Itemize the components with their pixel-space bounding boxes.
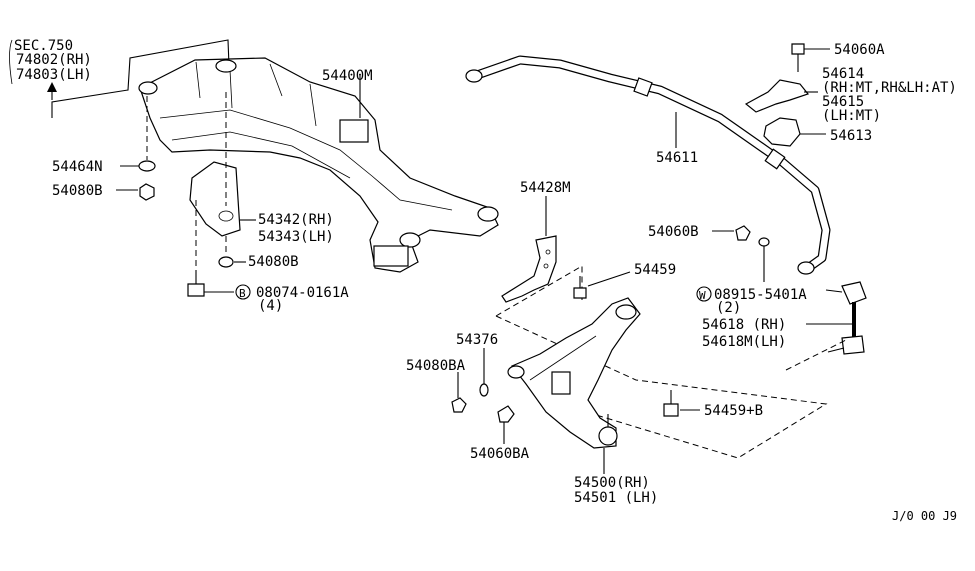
member-lower-bracket (373, 245, 409, 267)
label-08915[interactable]: 08915-5401A (714, 287, 807, 303)
nut-54080b-1 (139, 183, 155, 201)
sec-bracket (9, 39, 13, 85)
washer-54464n (138, 160, 156, 172)
stabilizer-link[interactable] (825, 281, 867, 355)
label-08915-qty: (2) (716, 300, 741, 316)
bar-fill (476, 56, 830, 272)
label-54459[interactable]: 54459 (634, 262, 676, 278)
member-ribs (195, 61, 317, 127)
label-54614[interactable]: 54614 (822, 66, 864, 82)
link-bracket (551, 371, 571, 395)
sec-arrow-icon (47, 82, 57, 92)
label-54376[interactable]: 54376 (456, 332, 498, 348)
bushing-54613 (763, 117, 801, 147)
label-54060ba[interactable]: 54060BA (470, 446, 530, 462)
link-upper-ball (841, 281, 867, 305)
label-54615-note: (LH:MT) (822, 108, 881, 124)
label-54500[interactable]: 54500(RH) (574, 475, 650, 491)
stabilizer-bar[interactable] (465, 55, 831, 275)
mount-bushing-rear-r (477, 206, 499, 222)
member-bracket (339, 119, 369, 143)
link-body (511, 297, 641, 449)
sec-lh-label: 74803(LH) (16, 67, 92, 83)
link-lower-ball (841, 335, 865, 355)
label-54618m[interactable]: 54618M(LH) (702, 334, 786, 350)
mount-bushing-rear-l (215, 59, 237, 73)
clamp-54614 (744, 79, 810, 113)
member-ridge-2 (171, 131, 351, 179)
mount-bushing-front-r (399, 232, 421, 248)
sec-leader (51, 39, 231, 118)
label-54611[interactable]: 54611 (656, 150, 698, 166)
link-ball-joint (598, 426, 618, 446)
mount-bushing-front-l (138, 81, 158, 95)
nut-54080b-2 (218, 256, 234, 268)
label-54060b[interactable]: 54060B (648, 224, 699, 240)
washer-08915 (758, 237, 770, 247)
bar-bushing-l (633, 77, 653, 97)
link-ridge (529, 335, 597, 381)
leader-54459 (587, 271, 631, 287)
sec-label: SEC.750 (14, 38, 73, 54)
label-54615[interactable]: 54615 (822, 94, 864, 110)
transverse-link[interactable] (507, 297, 641, 449)
w-circle-icon (696, 286, 712, 302)
link-upper-stud (825, 289, 843, 293)
bolt-08074-head (187, 283, 205, 297)
bar-eye-right (797, 261, 815, 275)
gusset-54342 (189, 161, 241, 237)
label-54342[interactable]: 54342(RH) (258, 212, 334, 228)
washer-54376 (479, 383, 489, 397)
bolt-54060a (791, 43, 805, 55)
sec-reference[interactable]: SEC.750 74802(RH) 74803(LH) (9, 38, 231, 118)
b-circle-icon (235, 284, 251, 300)
label-54400m[interactable]: 54400M (322, 68, 373, 84)
rod-54428m[interactable] (501, 235, 557, 303)
nut-54060ba (497, 405, 515, 423)
diagram-code: J/0 00 J9 (892, 509, 957, 523)
bolt-54459 (573, 287, 587, 299)
label-08074-qty: (4) (258, 298, 283, 314)
label-08074[interactable]: 08074-0161A (256, 285, 349, 301)
gusset-hole (218, 210, 234, 222)
bolt-54459b (663, 403, 679, 417)
member-ridge (159, 109, 453, 211)
rod-body (501, 235, 557, 303)
link-front-bush (507, 365, 525, 379)
label-54501[interactable]: 54501 (LH) (574, 490, 658, 506)
label-54459b[interactable]: 54459+B (704, 403, 763, 419)
label-54613[interactable]: 54613 (830, 128, 872, 144)
rod-hole-2 (543, 263, 549, 269)
label-54080b-2[interactable]: 54080B (248, 254, 299, 270)
label-54080b-1[interactable]: 54080B (52, 183, 103, 199)
sec-rh-label: 74802(RH) (16, 52, 92, 68)
label-54614-note: (RH:MT,RH&LH:AT) (822, 80, 957, 96)
label-54080ba[interactable]: 54080BA (406, 358, 466, 374)
rod-hole-1 (545, 249, 551, 255)
link-rear-bush (615, 304, 637, 320)
label-54618[interactable]: 54618 (RH) (702, 317, 786, 333)
member-body (139, 57, 499, 273)
b-mark: B (239, 287, 246, 300)
suspension-member[interactable] (138, 57, 499, 273)
bar-eye-left (465, 69, 483, 83)
label-54464n[interactable]: 54464N (52, 159, 103, 175)
label-54060a[interactable]: 54060A (834, 42, 885, 58)
label-54428m[interactable]: 54428M (520, 180, 571, 196)
bar-bushing-r (764, 148, 786, 170)
nut-54060b (735, 225, 751, 241)
nut-54080ba (451, 397, 467, 413)
label-54343[interactable]: 54343(LH) (258, 229, 334, 245)
link-lower-stud (827, 347, 845, 353)
w-mark: W (699, 289, 706, 302)
